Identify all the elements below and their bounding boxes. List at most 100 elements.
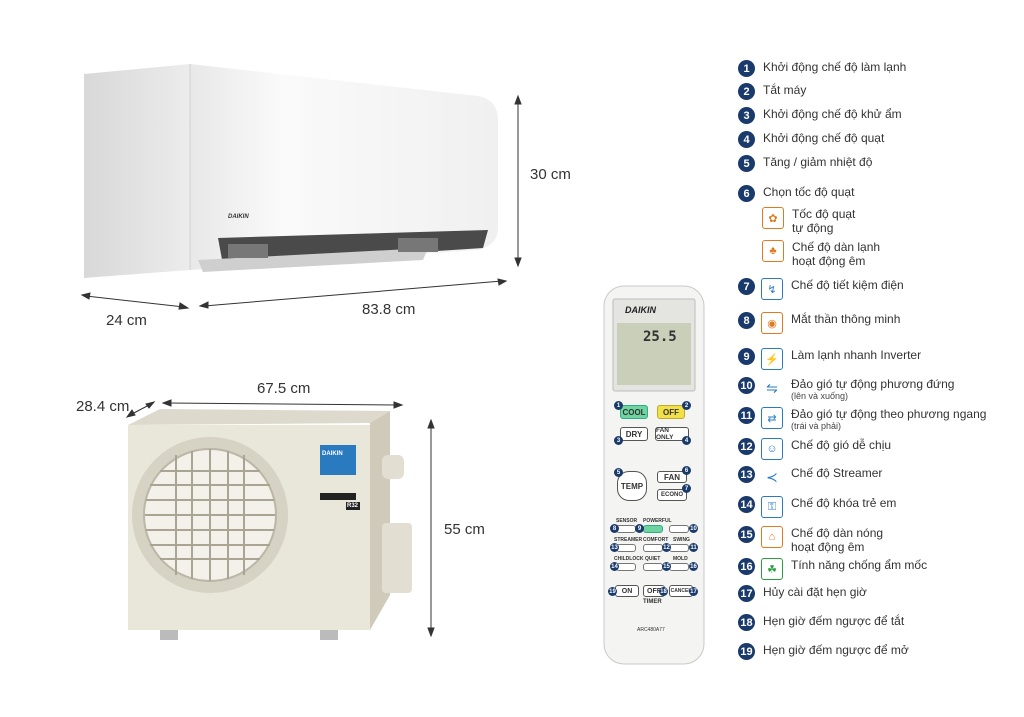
legend-item-8: 8 ◉ Mắt thần thông minh	[738, 312, 900, 334]
remote-marker-19: 19	[608, 587, 617, 596]
legend-number: 18	[738, 614, 755, 631]
fan-option-auto: ✿ Tốc độ quạt tự động	[758, 207, 855, 235]
outdoor-brand-label: DAIKIN	[322, 451, 343, 457]
swing-label: SWING	[673, 537, 690, 543]
legend-item-18: 18 Hẹn giờ đếm ngược để tắt	[738, 614, 904, 631]
fan-option-line2: hoạt động êm	[792, 254, 866, 268]
fan-only-button[interactable]: FAN ONLY	[655, 427, 689, 441]
swing-horizontal-button[interactable]	[669, 544, 689, 552]
legend-text: Hủy cài đặt hẹn giờ	[763, 585, 867, 599]
legend-text-block: Đảo gió tự động phương đứng (lên và xuốn…	[791, 377, 954, 402]
indoor-depth-label: 24 cm	[106, 312, 147, 329]
legend-text: Khởi động chế độ quạt	[763, 131, 885, 145]
legend-text: Đảo gió tự động theo phương ngang	[791, 407, 987, 421]
streamer-button[interactable]	[616, 544, 636, 552]
auto-fan-icon: ✿	[762, 207, 784, 229]
childlock-button[interactable]	[616, 563, 636, 571]
legend-text: Khởi động chế độ làm lạnh	[763, 60, 907, 74]
streamer-label: STREAMER	[614, 537, 643, 543]
remote-marker-13: 13	[610, 543, 619, 552]
econo-button[interactable]: ECONO	[657, 489, 687, 501]
indoor-dimension-lines	[80, 94, 522, 310]
legend-item-3: 3 Khởi động chế độ khử ẩm	[738, 107, 902, 124]
remote-marker-8: 8	[610, 524, 619, 533]
fan-button[interactable]: FAN	[657, 471, 687, 483]
swing-vertical-button[interactable]	[669, 525, 689, 533]
legend-text-line2: hoạt động êm	[791, 540, 865, 554]
legend-number: 3	[738, 107, 755, 124]
legend-text: Hẹn giờ đếm ngược để mở	[763, 643, 909, 657]
legend-item-7: 7 ↯ Chế độ tiết kiệm điện	[738, 278, 904, 300]
cool-button[interactable]: COOL	[620, 405, 648, 419]
comfort-button[interactable]	[643, 544, 663, 552]
legend-number: 5	[738, 155, 755, 172]
legend-item-19: 19 Hẹn giờ đếm ngược để mở	[738, 643, 909, 660]
fan-option-line1: Tốc độ quạt	[792, 207, 856, 221]
legend-text: Khởi động chế độ khử ẩm	[763, 107, 902, 121]
sensor-label: SENSOR	[616, 518, 638, 524]
remote-marker-17: 17	[689, 587, 698, 596]
off-button[interactable]: OFF	[657, 405, 685, 419]
remote-marker-14: 14	[610, 562, 619, 571]
legend-item-12: 12 ☺ Chế độ gió dễ chịu	[738, 438, 891, 460]
powerful-button[interactable]	[643, 525, 663, 533]
remote-marker-2: 2	[682, 401, 691, 410]
fan-option-text: Tốc độ quạt tự động	[792, 207, 855, 235]
dry-button[interactable]: DRY	[620, 427, 648, 441]
legend-item-5: 5 Tăng / giảm nhiệt độ	[738, 155, 872, 172]
remote-marker-7: 7	[682, 484, 691, 493]
outdoor-height-label: 55 cm	[444, 521, 485, 538]
legend-number: 19	[738, 643, 755, 660]
remote-marker-6: 6	[682, 466, 691, 475]
legend-number: 11	[738, 407, 755, 424]
legend-number: 13	[738, 466, 755, 483]
legend-subtext: (lên và xuống)	[791, 391, 849, 401]
refrigerant-label: R32	[347, 503, 359, 509]
legend-item-15: 15 ⌂ Chế độ dàn nóng hoạt động êm	[738, 526, 883, 554]
mold-button[interactable]	[669, 563, 689, 571]
legend-text: Chế độ dàn nóng	[791, 526, 884, 540]
mold-proof-icon: ☘	[761, 558, 783, 580]
outdoor-width-label: 67.5 cm	[257, 380, 311, 397]
remote-marker-18: 18	[659, 587, 668, 596]
powerful-label: POWERFUL	[643, 518, 672, 524]
legend-item-13: 13 ≺ Chế độ Streamer	[738, 466, 882, 488]
legend-text: Tính năng chống ẩm mốc	[791, 558, 928, 572]
legend-number: 7	[738, 278, 755, 295]
indoor-width-label: 83.8 cm	[362, 301, 416, 318]
legend-item-6: 6 Chọn tốc độ quạt	[738, 185, 854, 202]
legend-text: Chế độ Streamer	[791, 466, 883, 480]
legend-number: 9	[738, 348, 755, 365]
mold-label: MOLD	[673, 556, 688, 562]
legend-item-14: 14 ⚿ Chế độ khóa trẻ em	[738, 496, 896, 518]
legend-text: Mắt thần thông minh	[791, 312, 901, 326]
inverter-powerful-icon: ⚡	[761, 348, 783, 370]
fan-option-text: Chế độ dàn lạnh hoạt động êm	[792, 240, 880, 268]
childlock-label: CHILDLOCK	[614, 556, 644, 562]
child-lock-icon: ⚿	[761, 496, 783, 518]
legend-text: Tắt máy	[763, 83, 807, 97]
indoor-unit-illustration	[84, 64, 498, 278]
remote-marker-5: 5	[614, 468, 623, 477]
remote-marker-9: 9	[635, 524, 644, 533]
legend-number: 15	[738, 526, 755, 543]
on-timer-button[interactable]: ON	[615, 585, 639, 597]
legend-item-9: 9 ⚡ Làm lạnh nhanh Inverter	[738, 348, 921, 370]
legend-item-16: 16 ☘ Tính năng chống ẩm mốc	[738, 558, 927, 580]
legend-number: 8	[738, 312, 755, 329]
swing-horizontal-icon: ⇄	[761, 407, 783, 429]
cancel-timer-button[interactable]: CANCEL	[669, 585, 693, 597]
remote-control: DAIKIN 25.5 COOL OFF DRY FAN ONLY TEMP F…	[603, 285, 705, 665]
legend-item-1: 1 Khởi động chế độ làm lạnh	[738, 60, 906, 77]
indoor-unit: DAIKIN	[78, 60, 498, 282]
remote-marker-16: 16	[689, 562, 698, 571]
legend-text: Tăng / giảm nhiệt độ	[763, 155, 873, 169]
temp-button[interactable]: TEMP	[617, 471, 647, 501]
quiet-button[interactable]	[643, 563, 663, 571]
fan-option-line1: Chế độ dàn lạnh	[792, 240, 881, 254]
smart-eye-icon: ◉	[761, 312, 783, 334]
legend-text: Chế độ tiết kiệm điện	[791, 278, 904, 292]
sensor-button[interactable]	[616, 525, 636, 533]
fan-option-quiet: ♣ Chế độ dàn lạnh hoạt động êm	[758, 240, 880, 268]
legend-text: Chọn tốc độ quạt	[763, 185, 855, 199]
